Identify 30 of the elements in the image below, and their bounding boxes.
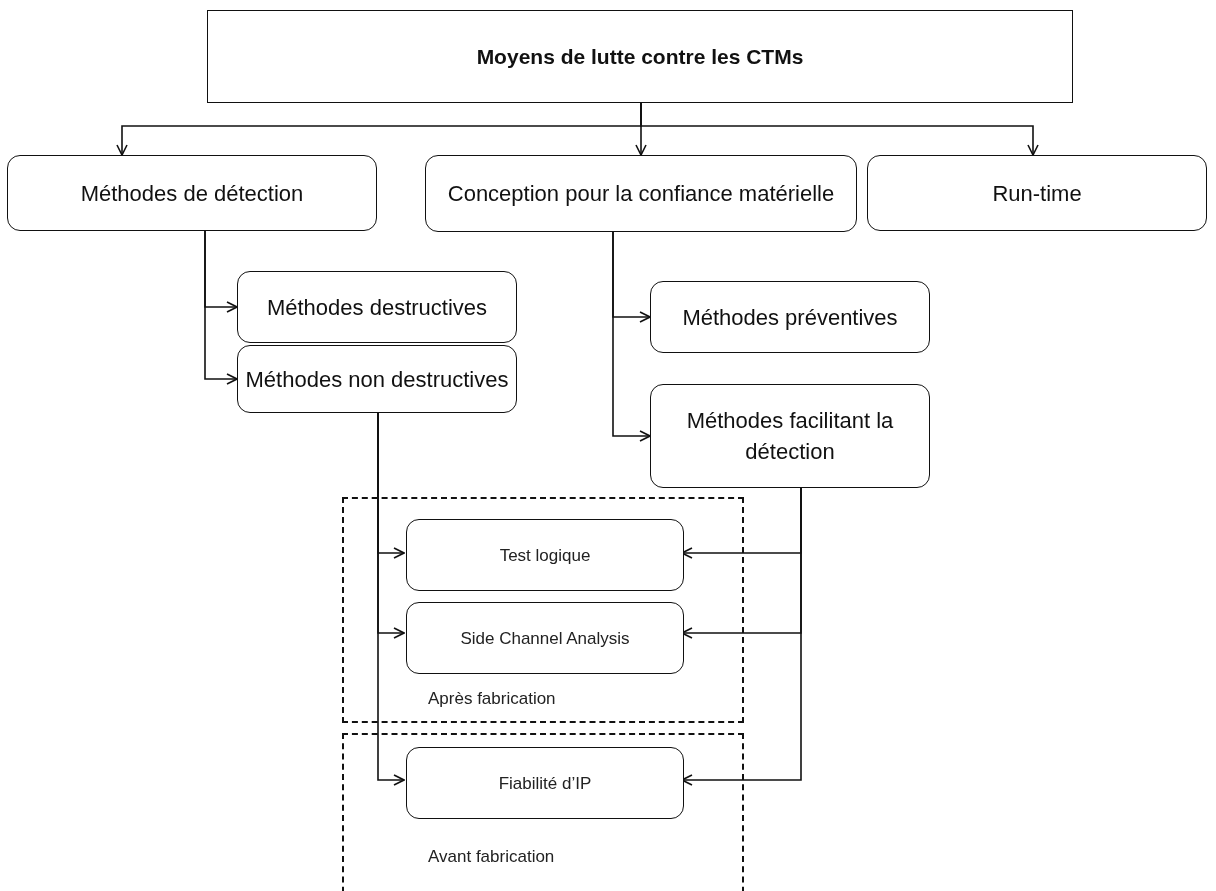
title-box — [207, 10, 1073, 103]
node-label: Run-time — [991, 179, 1083, 208]
node-label: Fiabilité d’IP — [498, 772, 592, 795]
connector-arrow — [377, 412, 405, 786]
group-label: Après fabrication — [428, 688, 556, 710]
node-label: Test logique — [499, 544, 591, 567]
method-box — [650, 384, 930, 488]
category-box — [425, 155, 857, 232]
connector-arrow — [640, 102, 1039, 156]
dashed-group — [342, 497, 744, 723]
node-label: Moyens de lutte contre les CTMs — [475, 44, 805, 70]
group-label: Avant fabrication — [428, 846, 555, 868]
method-box — [237, 271, 517, 343]
category-box — [867, 155, 1207, 231]
node-label: Side Channel Analysis — [460, 627, 630, 650]
node-label: Méthodes préventives — [681, 303, 899, 332]
category-box — [7, 155, 377, 231]
method-box — [237, 345, 517, 413]
node-label: Conception pour la confiance matérielle — [446, 180, 836, 208]
dashed-group — [342, 733, 744, 891]
method-box — [406, 602, 684, 674]
node-label: Méthodes de détection — [79, 179, 305, 208]
method-box — [650, 281, 930, 353]
node-label: Méthodes facilitant la détection — [685, 407, 895, 466]
method-box — [406, 747, 684, 819]
connector-arrow — [612, 231, 651, 442]
node-label: Méthodes destructives — [265, 293, 489, 322]
node-label: Méthodes non destructives — [244, 365, 510, 394]
method-box — [406, 519, 684, 591]
connector-arrow — [204, 230, 238, 385]
